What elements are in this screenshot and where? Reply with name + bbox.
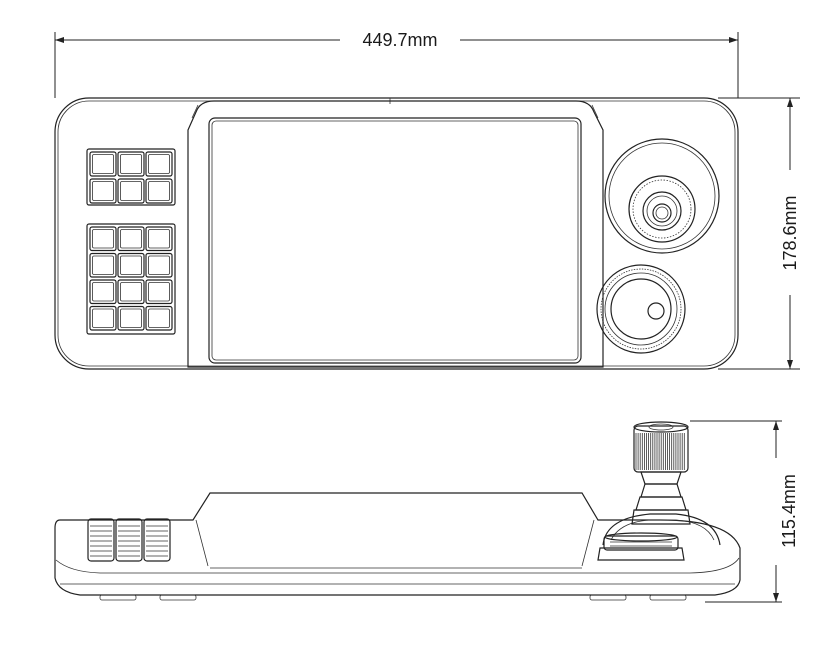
side-key xyxy=(87,518,115,562)
keypad-bottom-key xyxy=(145,279,173,305)
keypad-bottom-key xyxy=(117,226,145,252)
keypad-bottom-key xyxy=(89,279,117,305)
keypad-bottom-key xyxy=(117,252,145,278)
jog-dial-top xyxy=(596,264,686,354)
keypad-bottom-key xyxy=(89,305,117,331)
keypad-top-key xyxy=(145,151,173,177)
keypad-bottom-key xyxy=(145,252,173,278)
keypad-top-key xyxy=(117,178,145,204)
top-view-body xyxy=(54,97,739,370)
keypad-top-grid xyxy=(86,148,176,206)
screen-bezel xyxy=(187,100,604,368)
jog-dial-side xyxy=(597,532,685,561)
side-view-feet xyxy=(99,594,687,601)
width-dimension: 449.7mm xyxy=(54,30,739,98)
joystick-side xyxy=(602,421,721,546)
keypad-top-key xyxy=(89,151,117,177)
top-view xyxy=(54,97,739,370)
screen-display xyxy=(208,117,582,364)
keypad-bottom-key xyxy=(89,226,117,252)
joystick-top xyxy=(604,138,720,254)
side-keys xyxy=(87,518,171,562)
depth-label: 178.6mm xyxy=(780,195,800,270)
height-label: 115.4mm xyxy=(779,474,799,548)
keypad-bottom-key xyxy=(145,226,173,252)
keypad-top-key xyxy=(89,178,117,204)
height-dimension: 115.4mm xyxy=(690,420,799,603)
side-view-body xyxy=(54,492,741,596)
keypad-top-key xyxy=(145,178,173,204)
side-view xyxy=(54,421,741,601)
depth-dimension: 178.6mm xyxy=(718,97,800,370)
keypad-bottom-grid xyxy=(86,223,176,335)
keypad-bottom-key xyxy=(117,305,145,331)
side-key xyxy=(143,518,171,562)
keypad-top-key xyxy=(117,151,145,177)
keypad-bottom-key xyxy=(89,252,117,278)
side-key xyxy=(115,518,143,562)
keypad-bottom-key xyxy=(145,305,173,331)
width-label: 449.7mm xyxy=(362,30,437,50)
keypad-bottom-key xyxy=(117,279,145,305)
